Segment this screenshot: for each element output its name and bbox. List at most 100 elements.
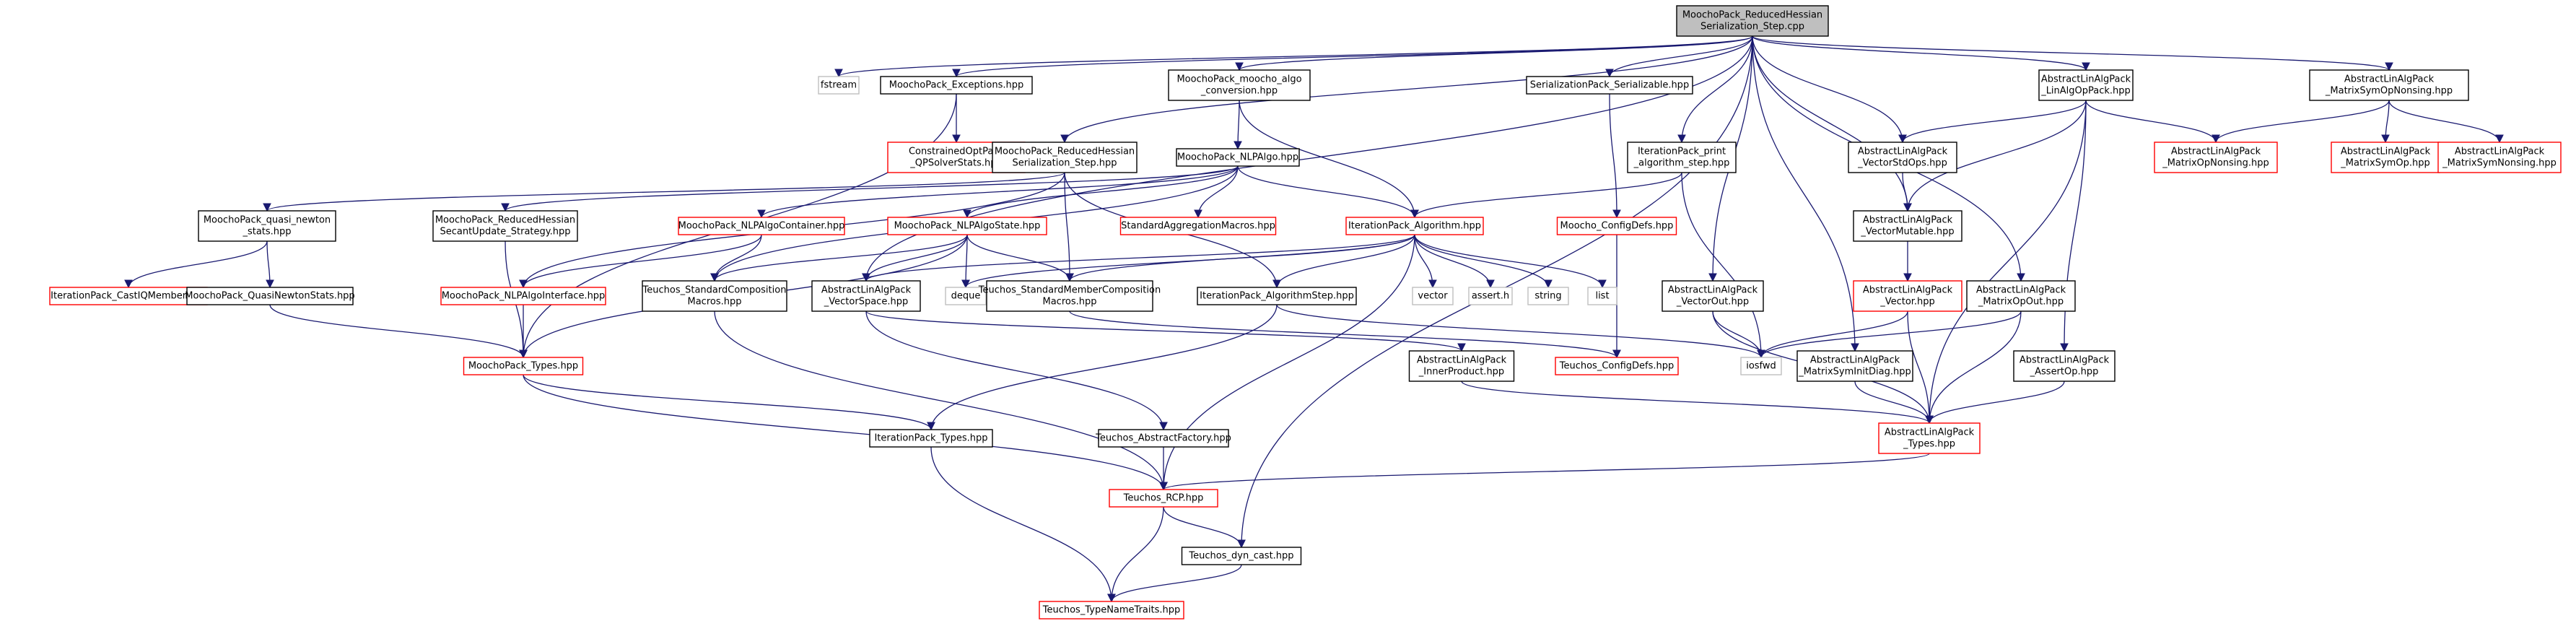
node-alap-vecstdops[interactable]: AbstractLinAlgPack_VectorStdOps.hpp [1848,142,1957,173]
node-label: _Vector.hpp [1879,297,1935,308]
node-teuchos-abstractfactory[interactable]: Teuchos_AbstractFactory.hpp [1095,429,1231,448]
edge-mp_moocho_algo_conv-to-ip_algorithm [1239,100,1419,219]
node-alap-matsyminitdiag[interactable]: AbstractLinAlgPack_MatrixSymInitDiag.hpp [1796,350,1913,382]
edge-root-to-alap_linalgop [1752,35,2090,71]
node-alap-vector[interactable]: AbstractLinAlgPack_Vector.hpp [1853,280,1962,312]
node-ip-algorithmstep[interactable]: IterationPack_AlgorithmStep.hpp [1197,287,1357,305]
node-mp-quasi-newton-stats[interactable]: MoochoPack_quasi_newton_stats.hpp [198,210,336,242]
node-alap-types[interactable]: AbstractLinAlgPack_Types.hpp [1878,422,1981,454]
node-alap-matsymopnonsing[interactable]: AbstractLinAlgPack_MatrixSymOpNonsing.hp… [2309,69,2469,101]
edge-mp_quasi_newton_stats-to-ip_castiqmember [124,240,268,289]
node-fstream[interactable]: fstream [818,76,860,95]
node-label: AbstractLinAlgPack [2171,147,2261,157]
node-label: AbstractLinAlgPack [2041,74,2131,85]
edge-ip_algorithm-to-teuchos_stdmembercomp [1065,234,1415,282]
node-label: Teuchos_StandardMemberComposition [978,285,1161,296]
node-mp-exceptions[interactable]: MoochoPack_Exceptions.hpp [880,76,1033,95]
edge-ip_algorithm-to-list [1414,234,1607,289]
node-box [186,287,354,305]
node-assert-h[interactable]: assert.h [1468,287,1513,305]
node-alap-innerproduct[interactable]: AbstractLinAlgPack_InnerProduct.hpp [1408,350,1515,382]
node-box [811,280,921,312]
edge-mp_quasinewtonstats-to-mp_types [269,304,528,359]
node-ip-algorithm[interactable]: IterationPack_Algorithm.hpp [1345,217,1484,235]
node-box [1556,217,1677,235]
edge-ip_print_algo_step-to-iosfwd [1681,172,1765,359]
node-list[interactable]: list [1587,287,1617,305]
node-mp-rh-ser-step-hpp[interactable]: MoochoPack_ReducedHessianSerialization_S… [992,142,1138,173]
node-alap-matsymop[interactable]: AbstractLinAlgPack_MatrixSymOp.hpp [2331,142,2440,173]
node-ip-print-algo-step[interactable]: IterationPack_print_algorithm_step.hpp [1627,142,1737,173]
node-box [1676,5,1829,37]
node-mp-nlpalgocontainer[interactable]: MoochoPack_NLPAlgoContainer.hpp [678,217,845,235]
node-box [1853,280,1962,312]
node-box [1197,287,1357,305]
node-teuchos-typenametraits[interactable]: Teuchos_TypeNameTraits.hpp [1039,601,1184,620]
edge-alap_vecspace-to-teuchos_abstractfactory [865,310,1168,431]
edge-ip_algorithm-to-alap_vecspace [862,234,1415,282]
edge-ip_algorithm-to-teuchos_rcp [1159,234,1415,491]
node-alap-assertop[interactable]: AbstractLinAlgPack_AssertOp.hpp [2013,350,2116,382]
node-label: IterationPack_CastIQMember.hpp [51,291,206,302]
edge-alap_linalgop-to-alap_types [1925,100,2087,425]
node-label: MoochoPack_Types.hpp [468,361,578,372]
node-teuchos-configdefs[interactable]: Teuchos_ConfigDefs.hpp [1555,357,1679,375]
node-label: assert.h [1472,291,1509,302]
node-box [2038,69,2134,101]
node-alap-linalgop[interactable]: AbstractLinAlgPack_LinAlgOpPack.hpp [2038,69,2134,101]
node-iosfwd[interactable]: iosfwd [1740,357,1782,375]
node-label: AbstractLinAlgPack [1863,215,1953,226]
node-mp-moocho-algo-conv[interactable]: MoochoPack_moocho_algo_conversion.hpp [1168,69,1311,101]
file-nodes: MoochoPack_ReducedHessianSerialization_S… [49,5,2562,620]
node-mp-nlpalgo[interactable]: MoochoPack_NLPAlgo.hpp [1176,148,1300,167]
edge-root-to-ser_serializable [1605,35,1753,78]
node-box [986,280,1153,312]
node-mp-types[interactable]: MoochoPack_Types.hpp [463,357,584,375]
node-mp-nlpalgostate[interactable]: MoochoPack_NLPAlgoState.hpp [887,217,1047,235]
edge-mp_types-to-ip_types [523,374,935,431]
node-ip-types[interactable]: IterationPack_Types.hpp [869,429,993,448]
node-vector[interactable]: vector [1412,287,1454,305]
node-label: _MatrixSymOpNonsing.hpp [2325,86,2453,97]
node-ser-serializable[interactable]: SerializationPack_Serializable.hpp [1526,76,1693,95]
edge-root-to-mp_moocho_algo_conv [1235,35,1753,71]
edge-root-to-ip_print_algo_step [1677,35,1753,144]
node-box [1527,287,1569,305]
node-deque[interactable]: deque [945,287,987,305]
node-alap-matsymnonsing[interactable]: AbstractLinAlgPack_MatrixSymNonsing.hpp [2437,142,2562,173]
node-mp-nlpalgointerface[interactable]: MoochoPack_NLPAlgoInterface.hpp [440,287,606,305]
node-alap-matopout[interactable]: AbstractLinAlgPack_MatrixOpOut.hpp [1966,280,2076,312]
edge-ip_algorithmstep-to-ip_types [927,304,1278,431]
node-label: Macros.hpp [688,297,742,308]
node-label: _VectorStdOps.hpp [1857,158,1947,169]
node-teuchos-dyn-cast[interactable]: Teuchos_dyn_cast.hpp [1181,547,1302,565]
node-alap-vecspace[interactable]: AbstractLinAlgPack_VectorSpace.hpp [811,280,921,312]
node-label: _algorithm_step.hpp [1633,158,1730,169]
node-teuchos-rcp[interactable]: Teuchos_RCP.hpp [1109,489,1218,508]
node-box [880,76,1033,95]
node-label: _conversion.hpp [1200,86,1278,97]
edge-mp_nlpalgostate-to-teuchos_stdcomp [710,234,968,282]
node-string[interactable]: string [1527,287,1569,305]
node-mp-quasinewtonstats[interactable]: MoochoPack_QuasiNewtonStats.hpp [185,287,355,305]
edge-root-to-alap_matsymopnonsing [1752,35,2393,71]
node-alap-vecmutable[interactable]: AbstractLinAlgPack_VectorMutable.hpp [1853,210,1962,242]
edge-alap_types-to-teuchos_rcp [1159,453,1930,491]
node-root[interactable]: MoochoPack_ReducedHessianSerialization_S… [1676,5,1829,37]
node-std-aggregation[interactable]: StandardAggregationMacros.hpp [1119,217,1277,235]
node-label: MoochoPack_ReducedHessian [435,215,575,226]
node-label: fstream [821,80,857,91]
node-alap-matopnonsing[interactable]: AbstractLinAlgPack_MatrixOpNonsing.hpp [2154,142,2278,173]
node-alap-vectorout[interactable]: AbstractLinAlgPack_VectorOut.hpp [1662,280,1764,312]
node-box [1627,142,1737,173]
node-box [1176,148,1300,167]
node-label: _MatrixSymNonsing.hpp [2442,158,2557,169]
node-moocho-configdefs[interactable]: Moocho_ConfigDefs.hpp [1556,217,1677,235]
node-box [869,429,993,448]
node-teuchos-stdmembercomp[interactable]: Teuchos_StandardMemberCompositionMacros.… [978,280,1161,312]
node-mp-rh-secant[interactable]: MoochoPack_ReducedHessianSecantUpdate_St… [432,210,578,242]
node-label: MoochoPack_moocho_algo [1176,74,1301,85]
node-ip-castiqmember[interactable]: IterationPack_CastIQMember.hpp [49,287,208,305]
node-box [1848,142,1957,173]
